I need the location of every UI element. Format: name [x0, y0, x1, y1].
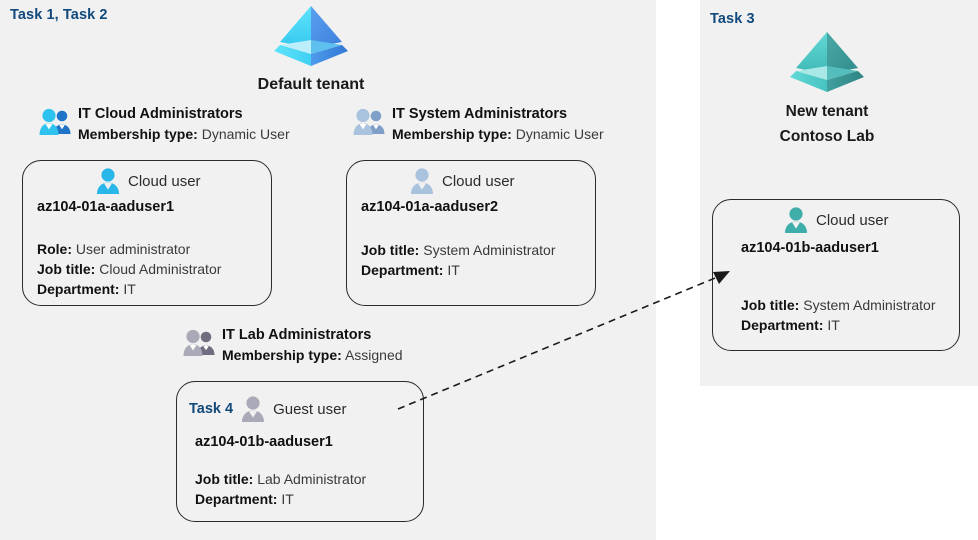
property-value: Lab Administrator	[257, 471, 367, 487]
group-name: IT Lab Administrators	[222, 327, 372, 343]
group-membership-type: Membership type: Dynamic User	[392, 125, 604, 145]
property-value: IT	[281, 490, 294, 507]
card-properties: Job title: Lab Administrator Department:…	[195, 470, 366, 510]
task-label-3: Task 3	[710, 11, 755, 27]
group-membership-label: Membership type:	[392, 125, 512, 142]
property-value: User administrator	[75, 241, 191, 257]
user-card-az104-01a-aaduser2[interactable]: Cloud user az104-01a-aaduser2 Job title:…	[346, 160, 596, 306]
card-header: Cloud user	[409, 167, 515, 195]
azure-ad-tenant-icon	[274, 6, 348, 66]
azure-ad-tenant-icon	[790, 32, 864, 92]
property-value: System Administrator	[423, 242, 556, 258]
group-membership-value: Dynamic User	[201, 125, 290, 142]
property-label: Department:	[361, 261, 444, 278]
card-property-row: Department: IT	[361, 261, 556, 281]
guest-user-icon	[242, 396, 265, 422]
group-header-it-system-administrators: IT System Administrators Membership type…	[352, 104, 604, 144]
card-property-row: Role: User administrator	[37, 240, 221, 260]
cloud-user-icon	[97, 168, 119, 194]
group-membership-value: Assigned	[344, 346, 403, 363]
card-user-type: Cloud user	[816, 211, 889, 229]
property-value: IT	[123, 280, 136, 297]
property-label: Department:	[195, 490, 278, 507]
new-tenant-block: New tenant Contoso Lab	[712, 30, 942, 148]
card-properties: Job title: System Administrator Departme…	[741, 296, 936, 336]
cloud-user-icon	[785, 207, 807, 233]
new-tenant-title-line1: New tenant	[785, 103, 869, 120]
property-label: Job title:	[741, 297, 800, 313]
card-user-type: Guest user	[273, 400, 347, 418]
group-users-icon	[39, 108, 71, 135]
property-label: Department:	[741, 316, 824, 333]
group-users-icon	[353, 108, 385, 135]
card-properties: Job title: System Administrator Departme…	[361, 241, 556, 281]
property-value: IT	[827, 316, 840, 333]
new-tenant-title-line2: Contoso Lab	[779, 127, 875, 145]
group-name: IT Cloud Administrators	[78, 106, 243, 122]
card-property-row: Job title: System Administrator	[741, 296, 936, 316]
card-header: Cloud user	[783, 206, 889, 234]
group-membership-type: Membership type: Dynamic User	[78, 125, 290, 145]
card-property-row: Job title: System Administrator	[361, 241, 556, 261]
card-property-row: Job title: Lab Administrator	[195, 470, 366, 490]
card-user-type: Cloud user	[442, 172, 515, 190]
card-user-type: Cloud user	[128, 172, 201, 190]
card-property-row: Department: IT	[37, 280, 221, 300]
card-properties: Role: User administrator Job title: Clou…	[37, 240, 221, 300]
group-name: IT System Administrators	[392, 106, 568, 122]
default-tenant-block: Default tenant	[196, 4, 426, 96]
user-card-guest-az104-01b-aaduser1[interactable]: Task 4 Guest user az104-01b-aaduser1 Job…	[176, 381, 424, 522]
property-value: IT	[447, 261, 460, 278]
group-membership-type: Membership type: Assigned	[222, 346, 403, 366]
property-label: Job title:	[361, 242, 420, 258]
card-username: az104-01a-aaduser1	[37, 199, 175, 215]
task-label-1-2: Task 1, Task 2	[10, 7, 108, 23]
property-label: Job title:	[195, 471, 254, 487]
group-header-it-cloud-administrators: IT Cloud Administrators Membership type:…	[38, 104, 290, 144]
property-label: Role:	[37, 241, 72, 257]
group-membership-value: Dynamic User	[515, 125, 604, 142]
default-tenant-title: Default tenant	[257, 76, 365, 93]
group-users-icon	[183, 329, 215, 356]
user-card-az104-01b-aaduser1[interactable]: Cloud user az104-01b-aaduser1 Job title:…	[712, 199, 960, 351]
property-label: Job title:	[37, 260, 96, 277]
card-header: Cloud user	[95, 167, 201, 195]
group-membership-label: Membership type:	[222, 346, 342, 363]
user-card-az104-01a-aaduser1[interactable]: Cloud user az104-01a-aaduser1 Role: User…	[22, 160, 272, 306]
property-label: Department:	[37, 280, 120, 297]
card-property-row: Department: IT	[195, 490, 366, 510]
card-username: az104-01a-aaduser2	[361, 199, 499, 215]
card-property-row: Job title: Cloud Administrator	[37, 260, 221, 280]
card-property-row: Department: IT	[741, 316, 936, 336]
card-task-label: Task 4	[189, 401, 234, 417]
property-value: System Administrator	[803, 297, 936, 313]
cloud-user-icon	[411, 168, 433, 194]
group-header-it-lab-administrators: IT Lab Administrators Membership type: A…	[182, 325, 403, 365]
property-value: Cloud Administrator	[99, 260, 222, 277]
card-header: Task 4 Guest user	[189, 395, 346, 423]
card-username: az104-01b-aaduser1	[195, 434, 333, 450]
card-username: az104-01b-aaduser1	[741, 240, 879, 256]
group-membership-label: Membership type:	[78, 125, 198, 142]
